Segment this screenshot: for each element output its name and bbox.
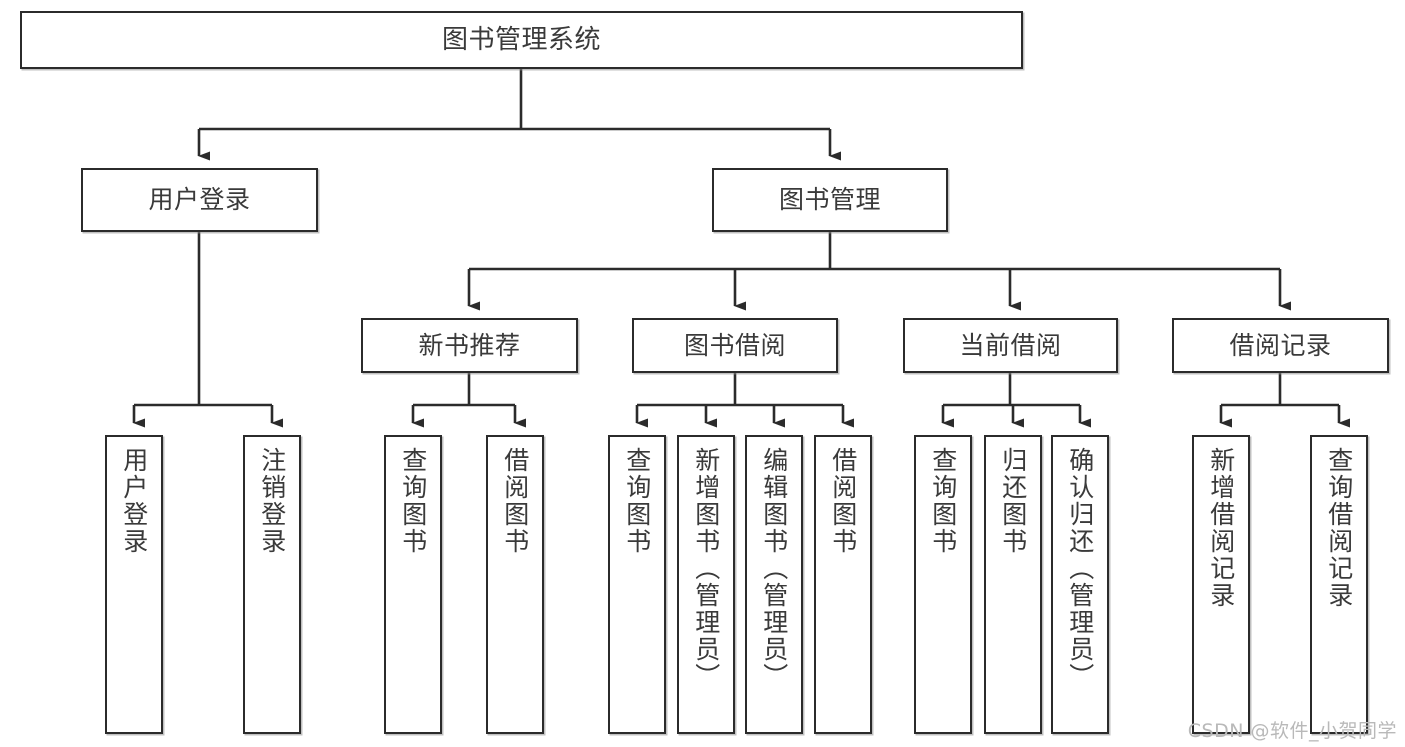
node-label: 当前借阅 — [959, 330, 1062, 360]
node-图书管理系统[interactable]: 图书管理系统 — [20, 11, 1023, 69]
node-label: 图书管理 — [778, 185, 881, 215]
node-label: 图书借阅 — [683, 330, 786, 360]
node-编辑图书管理员-6[interactable]: 编辑图书（管理员） — [745, 435, 803, 734]
node-label: 用户登录 — [148, 185, 251, 215]
node-查询图书-8[interactable]: 查询图书 — [914, 435, 972, 734]
node-借阅记录-3[interactable]: 借阅记录 — [1172, 318, 1389, 373]
node-label: 注销登录 — [257, 447, 287, 555]
node-label: 归还图书 — [998, 447, 1028, 555]
node-label: 借阅图书 — [500, 447, 530, 555]
node-label: 查询图书 — [622, 447, 652, 555]
node-确认归还管理员-10[interactable]: 确认归还（管理员） — [1051, 435, 1109, 734]
node-label: 编辑图书（管理员） — [759, 447, 789, 690]
node-label: 借阅记录 — [1229, 330, 1332, 360]
node-用户登录-0[interactable]: 用户登录 — [81, 168, 318, 232]
node-图书借阅-1[interactable]: 图书借阅 — [632, 318, 838, 373]
node-查询图书-4[interactable]: 查询图书 — [608, 435, 666, 734]
node-归还图书-9[interactable]: 归还图书 — [984, 435, 1042, 734]
node-label: 图书管理系统 — [441, 24, 601, 55]
node-当前借阅-2[interactable]: 当前借阅 — [903, 318, 1118, 373]
node-label: 新增借阅记录 — [1206, 447, 1236, 609]
node-label: 确认归还（管理员） — [1065, 447, 1095, 690]
node-label: 查询图书 — [398, 447, 428, 555]
node-借阅图书-7[interactable]: 借阅图书 — [814, 435, 872, 734]
node-注销登录-1[interactable]: 注销登录 — [243, 435, 301, 734]
node-label: 借阅图书 — [828, 447, 858, 555]
node-label: 新书推荐 — [418, 330, 521, 360]
node-label: 查询借阅记录 — [1324, 447, 1354, 609]
node-借阅图书-3[interactable]: 借阅图书 — [486, 435, 544, 734]
node-label: 新增图书（管理员） — [691, 447, 721, 690]
node-label: 用户登录 — [119, 447, 149, 555]
node-新增借阅记录-11[interactable]: 新增借阅记录 — [1192, 435, 1250, 734]
node-label: 查询图书 — [928, 447, 958, 555]
node-用户登录-0[interactable]: 用户登录 — [105, 435, 163, 734]
node-图书管理-1[interactable]: 图书管理 — [712, 168, 948, 232]
node-新书推荐-0[interactable]: 新书推荐 — [361, 318, 578, 373]
node-查询图书-2[interactable]: 查询图书 — [384, 435, 442, 734]
node-新增图书管理员-5[interactable]: 新增图书（管理员） — [677, 435, 735, 734]
watermark: CSDN @软件_小贺同学 — [1187, 720, 1397, 742]
node-查询借阅记录-12[interactable]: 查询借阅记录 — [1310, 435, 1368, 734]
